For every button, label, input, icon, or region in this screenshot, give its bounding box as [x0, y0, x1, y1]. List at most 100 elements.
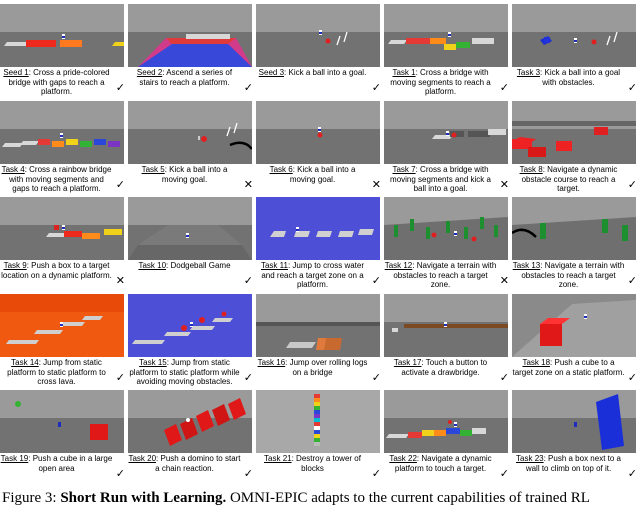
- task-caption: Task 14: Jump from static platform to st…: [7, 358, 106, 386]
- task-description: Jump over rolling logs on a bridge: [289, 358, 368, 377]
- task-thumbnail: [0, 101, 124, 164]
- task-thumbnail: [128, 101, 252, 164]
- task-caption: Task 18: Push a cube to a target zone on…: [512, 358, 625, 377]
- task-id: Seed 1: [3, 68, 29, 77]
- task-id: Task 15: [139, 358, 167, 367]
- success-check-icon: ✓: [243, 274, 253, 287]
- task-id: Seed 3: [258, 68, 285, 77]
- task-id: Task 10: [138, 261, 167, 270]
- task-description: Destroy a tower of blocks: [296, 454, 361, 473]
- task-thumbnail: [512, 4, 636, 67]
- task-description: Cross a bridge with moving segments and …: [390, 165, 491, 193]
- task-caption: Task 22: Navigate a dynamic platform to …: [389, 454, 492, 473]
- task-cell: Task 1: Cross a bridge with moving segme…: [384, 4, 512, 101]
- task-id: Task 4: [1, 165, 25, 174]
- task-thumbnail: [128, 4, 252, 67]
- success-check-icon: ✓: [115, 81, 125, 94]
- task-id: Task 8: [519, 165, 543, 174]
- task-thumbnail: [384, 390, 508, 453]
- task-thumbnail: [0, 197, 124, 260]
- task-caption: Task 10: Dodgeball Game: [138, 261, 231, 270]
- task-cell: Task 16: Jump over rolling logs on a bri…: [256, 294, 384, 390]
- task-thumbnail: [512, 390, 636, 453]
- task-id: Task 20: [128, 454, 157, 463]
- success-check-icon: ✓: [371, 467, 381, 480]
- task-caption: Task 4: Cross a rainbow bridge with movi…: [1, 165, 112, 193]
- task-id: Task 22: [389, 454, 417, 463]
- task-description: Navigate a terrain with obstacles to rea…: [521, 261, 625, 289]
- figure-caption: Figure 3: Short Run with Learning. OMNI-…: [2, 490, 590, 507]
- task-description: Jump from static platform to static plat…: [129, 358, 240, 386]
- task-id: Task 23: [516, 454, 544, 463]
- task-id: Task 11: [260, 261, 288, 270]
- task-description: Cross a bridge with moving segments to r…: [390, 68, 491, 96]
- failure-cross-icon: ✕: [371, 178, 381, 191]
- task-id: Seed 2: [136, 68, 163, 77]
- task-thumbnail: [128, 294, 252, 357]
- task-caption: Seed 3: Kick a ball into a goal.: [258, 68, 367, 77]
- task-id: Task 5: [141, 165, 165, 174]
- task-thumbnail: [384, 101, 508, 164]
- figure-text: OMNI-EPIC adapts to the current capabili…: [229, 490, 590, 506]
- task-thumbnail: [384, 294, 508, 357]
- task-thumbnail: [512, 101, 636, 164]
- task-cell: Task 22: Navigate a dynamic platform to …: [384, 390, 512, 485]
- task-caption: Seed 1: Cross a pride-colored bridge wit…: [3, 68, 110, 96]
- task-id: Task 14: [11, 358, 39, 367]
- task-cell: Task 10: Dodgeball Game ✓: [128, 197, 256, 294]
- task-caption: Task 15: Jump from static platform to st…: [129, 358, 240, 386]
- task-thumbnail: [256, 294, 380, 357]
- task-description: Dodgeball Game: [170, 261, 231, 270]
- task-grid: Seed 1: Cross a pride-colored bridge wit…: [0, 4, 640, 485]
- success-check-icon: ✓: [243, 81, 253, 94]
- task-cell: Task 19: Push a cube in a large open are…: [0, 390, 128, 485]
- task-cell: Task 11: Jump to cross water and reach a…: [256, 197, 384, 294]
- success-check-icon: ✓: [371, 274, 381, 287]
- task-id: Task 6: [269, 165, 293, 174]
- figure-title: Short Run with Learning.: [60, 490, 227, 506]
- task-description: Cross a rainbow bridge with moving segme…: [9, 165, 112, 193]
- task-caption: Seed 2: Ascend a series of stairs to rea…: [136, 68, 233, 87]
- task-description: Ascend a series of stairs to reach a pla…: [139, 68, 233, 87]
- task-description: Navigate a dynamic obstacle course to re…: [521, 165, 618, 193]
- success-check-icon: ✓: [499, 81, 509, 94]
- success-check-icon: ✓: [627, 467, 637, 480]
- task-cell: Task 18: Push a cube to a target zone on…: [512, 294, 640, 390]
- success-check-icon: ✓: [371, 371, 381, 384]
- task-caption: Task 19: Push a cube in a large open are…: [0, 454, 113, 473]
- task-id: Task 16: [257, 358, 286, 367]
- task-cell: Task 20: Push a domino to start a chain …: [128, 390, 256, 485]
- success-check-icon: ✓: [627, 274, 637, 287]
- success-check-icon: ✓: [499, 467, 509, 480]
- task-description: Push a cube in a large open area: [32, 454, 113, 473]
- success-check-icon: ✓: [243, 467, 253, 480]
- task-cell: Seed 2: Ascend a series of stairs to rea…: [128, 4, 256, 101]
- failure-cross-icon: ✕: [115, 274, 125, 287]
- task-description: Cross a pride-colored bridge with gaps t…: [8, 68, 110, 96]
- task-caption: Task 8: Navigate a dynamic obstacle cour…: [519, 165, 618, 193]
- task-caption: Task 12: Navigate a terrain with obstacl…: [384, 261, 497, 289]
- task-id: Task 9: [3, 261, 27, 270]
- failure-cross-icon: ✕: [499, 274, 509, 287]
- task-caption: Task 9: Push a box to a target location …: [1, 261, 112, 280]
- task-id: Task 18: [522, 358, 551, 367]
- success-check-icon: ✓: [243, 371, 253, 384]
- task-id: Task 13: [512, 261, 541, 270]
- task-thumbnail: [384, 4, 508, 67]
- task-id: Task 21: [264, 454, 292, 463]
- task-cell: Task 5: Kick a ball into a moving goal.✕: [128, 101, 256, 197]
- task-id: Task 7: [392, 165, 416, 174]
- success-check-icon: ✓: [627, 81, 637, 94]
- task-thumbnail: [384, 197, 508, 260]
- task-description: Push a domino to start a chain reaction.: [155, 454, 241, 473]
- task-thumbnail: [128, 390, 252, 453]
- success-check-icon: ✓: [115, 467, 125, 480]
- task-cell: Task 6: Kick a ball into a moving goal.✕: [256, 101, 384, 197]
- task-id: Task 19: [0, 454, 29, 463]
- task-description: Push a cube to a target zone on a static…: [512, 358, 625, 377]
- task-caption: Task 23: Push a box next to a wall to cl…: [516, 454, 621, 473]
- task-thumbnail: [512, 294, 636, 357]
- task-caption: Task 1: Cross a bridge with moving segme…: [390, 68, 491, 96]
- task-cell: Task 23: Push a box next to a wall to cl…: [512, 390, 640, 485]
